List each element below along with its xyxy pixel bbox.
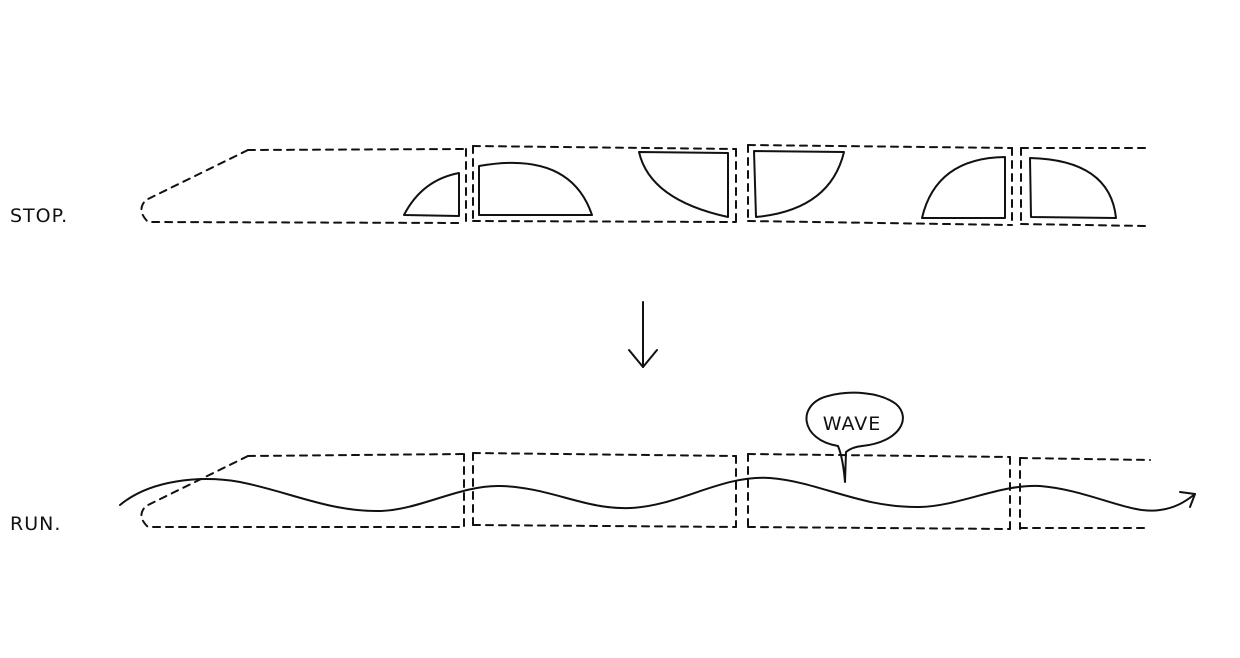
wave-label: WAVE [823,413,882,435]
stop-train-nose [140,149,465,224]
stop-car-3-floor [747,220,1013,226]
run-car-4-roof [1019,457,1151,461]
wave-arrow-head [1179,491,1196,508]
arrow-head [628,349,658,368]
run-train-roof-car1 [247,453,465,457]
stop-train-roof-car1 [247,148,465,151]
stop-window-1 [403,172,460,217]
stop-car-2-floor [472,220,737,223]
stop-window-3 [638,151,729,218]
transition-arrow [628,301,658,368]
stop-car-4-floor [1020,223,1146,227]
wave-line [119,476,1196,513]
run-car-2-floor [472,524,737,528]
stop-train [140,144,1151,227]
run-label: RUN. [10,513,61,535]
run-car-2-roof [472,452,737,457]
stop-car-2-roof [472,145,737,150]
stop-window-6 [1029,157,1117,219]
run-train-nose [140,455,465,528]
stop-window-4 [753,150,845,218]
run-car-3-roof [747,453,1011,458]
run-train: WAVE [119,391,1196,530]
stop-window-5 [921,156,1006,219]
stop-label: STOP. [10,205,68,227]
stop-car-3-roof [747,144,1013,149]
run-car-3-floor [747,526,1011,530]
wave-bubble [805,391,904,483]
stop-window-2 [478,161,593,216]
